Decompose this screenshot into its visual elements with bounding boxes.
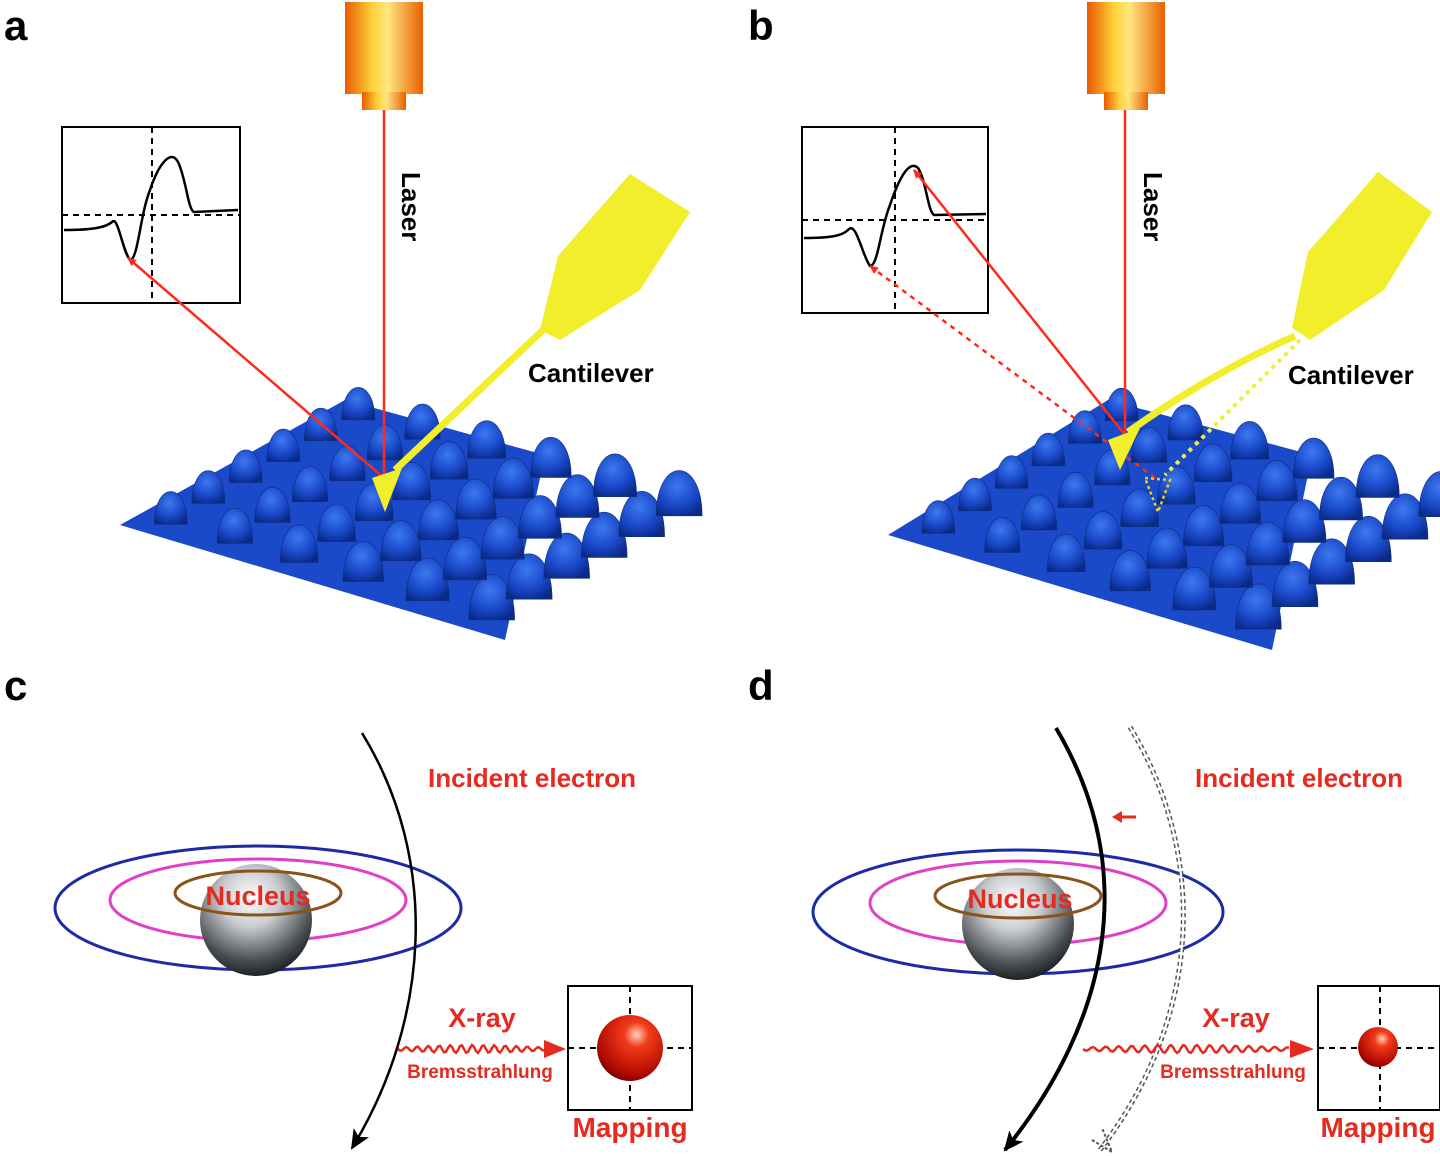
panel-a-signal-curve [63,155,239,262]
panel-c-mapping-box [567,985,693,1111]
panel-b-laser-beam [869,110,1156,480]
panel-b-letter: b [748,2,774,49]
panel-b: b Laser Cantilever [748,2,1440,650]
panel-b-surface [888,388,1440,650]
panel-c-letter: c [4,662,27,709]
panel-a-laser-source [345,2,423,110]
panel-a-laser-beam [127,110,386,479]
panel-d-electron-path [1003,726,1107,1152]
panel-c: c Nucleus Incident electron X-ray Bremss… [4,662,693,1150]
panel-c-mapping-spot [597,1015,663,1081]
panel-c-nucleus [200,864,312,976]
panel-a: a Laser Cantilever [4,2,703,640]
panel-c-electron-path [350,732,417,1150]
panel-c-incident-label: Incident electron [428,763,636,793]
panel-c-nucleus-label: Nucleus [205,881,310,911]
panel-d-nucleus-label: Nucleus [967,884,1072,914]
panel-d-mapping-label: Mapping [1320,1112,1435,1143]
panel-a-laser-label: Laser [396,172,426,241]
panel-d-xray-wave [1082,1043,1290,1055]
panel-c-mapping-label: Mapping [572,1112,687,1143]
panel-a-cantilever [372,174,690,512]
panel-d-xray-arrowhead [1290,1040,1314,1058]
panel-c-brems-label: Bremsstrahlung [407,1062,553,1083]
panel-b-cantilever [1108,172,1432,516]
panel-c-xray-arrowhead [544,1040,566,1058]
panel-d-letter: d [748,662,774,709]
panel-b-laser-label: Laser [1138,172,1168,241]
panel-d: d Nucleus Incident electron X-ray Bremss… [748,662,1440,1155]
panel-b-laser-source [1087,2,1165,110]
panel-d-brems-label: Bremsstrahlung [1160,1062,1306,1083]
panel-d-mapping-spot [1358,1027,1398,1067]
panel-b-cantilever-label: Cantilever [1288,360,1414,390]
panel-a-surface [120,387,703,640]
panel-d-incident-label: Incident electron [1195,763,1403,793]
panel-d-mapping-box [1317,985,1440,1111]
panel-a-letter: a [4,2,28,49]
panel-d-inner-orbit [933,872,1103,920]
panel-d-xray-label: X-ray [1202,1003,1270,1033]
panel-a-signal-plot [61,126,241,304]
panel-c-xray-label: X-ray [448,1003,516,1033]
panel-c-xray-wave [397,1043,545,1055]
panel-a-cantilever-label: Cantilever [528,358,654,388]
panel-d-shift-arrow [1112,811,1122,823]
panel-c-inner-orbit [173,869,343,917]
panel-b-signal-plot [801,126,989,314]
panel-d-nucleus [962,868,1074,980]
